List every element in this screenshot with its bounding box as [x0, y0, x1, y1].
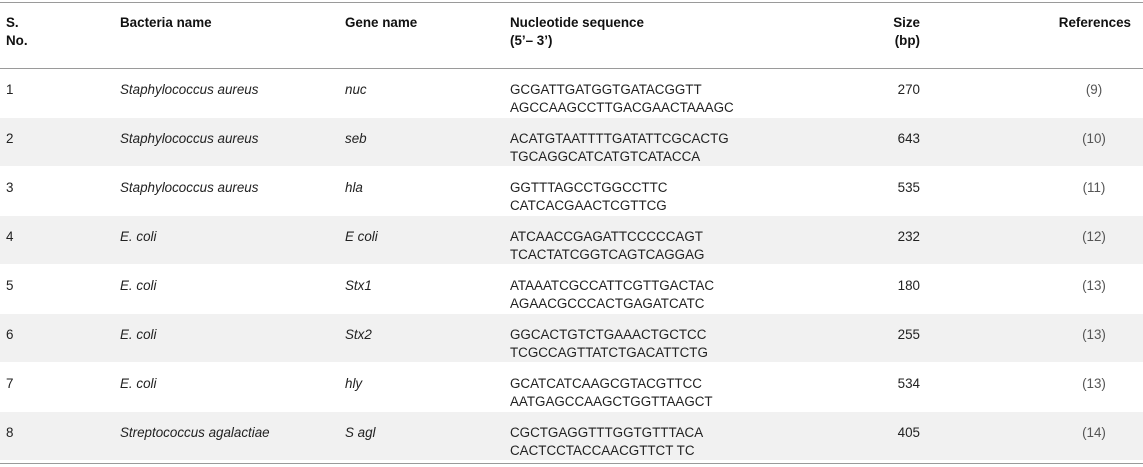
bacteria-name: Streptococcus agalactiae [120, 425, 270, 440]
reference-link[interactable]: (9) [1085, 82, 1103, 97]
sequence-reverse: TCACTATCGGTCAGTCAGGAG [510, 247, 705, 262]
amplicon-size: 535 [897, 180, 920, 195]
row-number: 5 [6, 278, 14, 293]
row-number: 8 [6, 425, 14, 440]
gene-name: Stx2 [345, 327, 372, 342]
header-size: Size (bp) [893, 15, 920, 48]
gene-name: hly [345, 376, 363, 391]
sequence-forward: ACATGTAATTTTGATATTCGCACTG [510, 131, 729, 146]
amplicon-size: 534 [897, 376, 920, 391]
table-row: 2 Staphylococcus aureus seb ACATGTAATTTT… [0, 118, 1143, 166]
amplicon-size: 643 [897, 131, 920, 146]
nucleotide-sequence: GCGATTGATGGTGATACGGTT AGCCAAGCCTTGACGAAC… [510, 81, 734, 117]
table-bottom-rule [0, 463, 1143, 464]
header-nucleotide-sequence: Nucleotide sequence (5’– 3’) [510, 15, 644, 48]
bacteria-name: Staphylococcus aureus [120, 82, 259, 97]
reference-link[interactable]: (12) [1082, 229, 1106, 244]
sequence-reverse: TGCAGGCATCATGTCATACCA [510, 149, 701, 164]
sequence-reverse: AATGAGCCAAGCTGGTTAAGCT [510, 394, 713, 409]
sequence-reverse: AGCCAAGCCTTGACGAACTAAAGC [510, 100, 734, 115]
nucleotide-sequence: ATCAACCGAGATTCCCCCAGT TCACTATCGGTCAGTCAG… [510, 228, 704, 264]
bacteria-name: Staphylococcus aureus [120, 180, 259, 195]
table-row: 7 E. coli hly GCATCATCAAGCGTACGTTCC AATG… [0, 363, 1143, 411]
amplicon-size: 232 [897, 229, 920, 244]
gene-name: nuc [345, 82, 367, 97]
gene-name: hla [345, 180, 363, 195]
table-row: 8 Streptococcus agalactiae S agl CGCTGAG… [0, 412, 1143, 460]
bacteria-name: E. coli [120, 229, 157, 244]
header-serial-no: S. No. [6, 15, 28, 48]
header-bacteria-name: Bacteria name [120, 15, 212, 30]
nucleotide-sequence: GGCACTGTCTGAAACTGCTCC TCGCCAGTTATCTGACAT… [510, 326, 708, 362]
amplicon-size: 180 [897, 278, 920, 293]
table-row: 1 Staphylococcus aureus nuc GCGATTGATGGT… [0, 69, 1143, 117]
amplicon-size: 270 [897, 82, 920, 97]
sequence-reverse: TCGCCAGTTATCTGACATTCTG [510, 345, 708, 360]
row-number: 7 [6, 376, 14, 391]
nucleotide-sequence: GCATCATCAAGCGTACGTTCC AATGAGCCAAGCTGGTTA… [510, 375, 713, 411]
header-gene-name: Gene name [345, 15, 418, 30]
header-bottom-rule [0, 68, 1143, 69]
sequence-forward: ATCAACCGAGATTCCCCCAGT [510, 229, 703, 244]
sequence-reverse: AGAACGCCCACTGAGATCATC [510, 296, 705, 311]
reference-link[interactable]: (11) [1082, 180, 1106, 195]
bacteria-name: Staphylococcus aureus [120, 131, 259, 146]
gene-name: E coli [345, 229, 378, 244]
sequence-reverse: CATCACGAACTCGTTCG [510, 198, 667, 213]
sequence-forward: CGCTGAGGTTTGGTGTTTACA [510, 425, 704, 440]
row-number: 6 [6, 327, 14, 342]
table-top-rule [0, 2, 1143, 3]
amplicon-size: 405 [897, 425, 920, 440]
sequence-reverse: CACTCCTACCAACGTTCT TC [510, 443, 695, 458]
row-number: 2 [6, 131, 14, 146]
sequence-forward: GCATCATCAAGCGTACGTTCC [510, 376, 702, 391]
sequence-forward: ATAAATCGCCATTCGTTGACTAC [510, 278, 715, 293]
table-row: 4 E. coli E coli ATCAACCGAGATTCCCCCAGT T… [0, 216, 1143, 264]
bacteria-name: E. coli [120, 278, 157, 293]
reference-link[interactable]: (14) [1082, 425, 1106, 440]
amplicon-size: 255 [897, 327, 920, 342]
nucleotide-sequence: GGTTTAGCCTGGCCTTC CATCACGAACTCGTTCG [510, 179, 667, 215]
row-number: 1 [6, 82, 14, 97]
table-row: 3 Staphylococcus aureus hla GGTTTAGCCTGG… [0, 167, 1143, 215]
reference-link[interactable]: (10) [1082, 131, 1106, 146]
reference-link[interactable]: (13) [1082, 327, 1106, 342]
sequence-forward: GCGATTGATGGTGATACGGTT [510, 82, 702, 97]
sequence-forward: GGTTTAGCCTGGCCTTC [510, 180, 668, 195]
bacteria-name: E. coli [120, 327, 157, 342]
table-row: 6 E. coli Stx2 GGCACTGTCTGAAACTGCTCC TCG… [0, 314, 1143, 362]
sequence-forward: GGCACTGTCTGAAACTGCTCC [510, 327, 707, 342]
table-row: 5 E. coli Stx1 ATAAATCGCCATTCGTTGACTAC A… [0, 265, 1143, 313]
gene-name: Stx1 [345, 278, 372, 293]
row-number: 3 [6, 180, 14, 195]
row-number: 4 [6, 229, 14, 244]
bacteria-name: E. coli [120, 376, 157, 391]
gene-name: seb [345, 131, 367, 146]
header-references: References [1058, 15, 1131, 30]
nucleotide-sequence: ACATGTAATTTTGATATTCGCACTG TGCAGGCATCATGT… [510, 130, 729, 166]
nucleotide-sequence: ATAAATCGCCATTCGTTGACTAC AGAACGCCCACTGAGA… [510, 277, 714, 313]
reference-link[interactable]: (13) [1082, 278, 1106, 293]
reference-link[interactable]: (13) [1082, 376, 1106, 391]
gene-name: S agl [345, 425, 376, 440]
nucleotide-sequence: CGCTGAGGTTTGGTGTTTACA CACTCCTACCAACGTTCT… [510, 424, 703, 460]
